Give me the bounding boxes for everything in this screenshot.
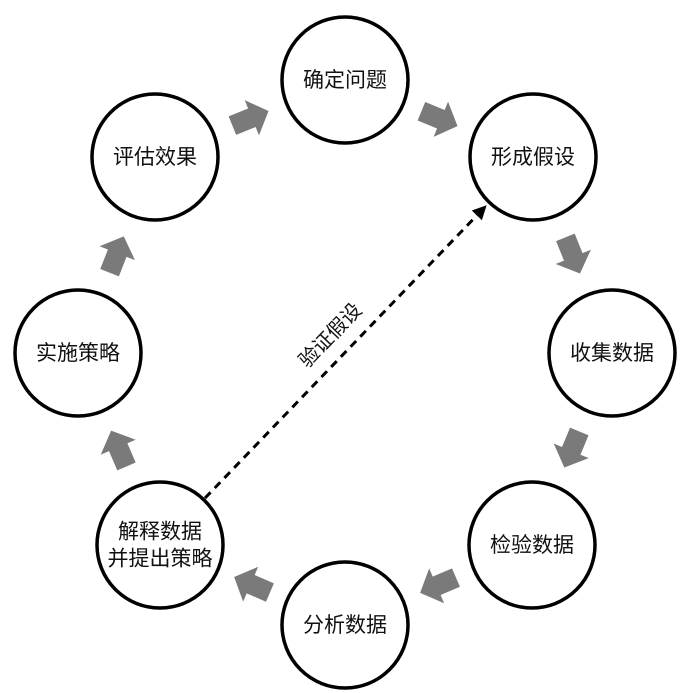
dashed-arrowhead [471, 205, 487, 221]
flow-arrow-check-to-analyze [420, 568, 460, 604]
node-circle [95, 480, 225, 610]
node-collect: 收集数据 [547, 288, 677, 418]
flow-arrow-hypothesize-to-collect [555, 233, 591, 274]
node-evaluate: 评估效果 [90, 92, 220, 222]
node-label: 解释数据 [118, 520, 202, 544]
node-analyze: 分析数据 [280, 560, 410, 690]
node-circle [280, 15, 410, 145]
flow-arrow-collect-to-check [553, 427, 589, 468]
node-hypothesize: 形成假设 [468, 92, 598, 222]
node-label: 检验数据 [490, 533, 574, 557]
node-label: 收集数据 [570, 341, 654, 365]
node-label: 分析数据 [303, 613, 387, 637]
flow-arrow-define-to-hypothesize [417, 101, 458, 137]
node-label: 并提出策略 [108, 547, 213, 571]
node-circle [90, 92, 220, 222]
node-check: 检验数据 [467, 480, 597, 610]
edge-label-verify-hypothesis: 验证假设 [294, 298, 367, 372]
node-circle [280, 560, 410, 690]
node-label: 实施策略 [36, 341, 120, 365]
dashed-arrow-interpret-to-hypothesize [203, 214, 478, 500]
node-define: 确定问题 [280, 15, 410, 145]
node-circle [468, 92, 598, 222]
node-implement: 实施策略 [13, 288, 143, 418]
node-circle [467, 480, 597, 610]
node-label: 评估效果 [113, 145, 197, 169]
node-label: 形成假设 [491, 145, 575, 169]
flow-arrow-evaluate-to-define [228, 100, 269, 136]
flow-arrow-interpret-to-implement [100, 430, 136, 471]
flow-arrow-analyze-to-interpret [234, 566, 274, 602]
node-circle [547, 288, 677, 418]
node-label: 确定问题 [303, 68, 387, 92]
node-circle [13, 288, 143, 418]
flow-arrow-implement-to-evaluate [99, 236, 135, 277]
